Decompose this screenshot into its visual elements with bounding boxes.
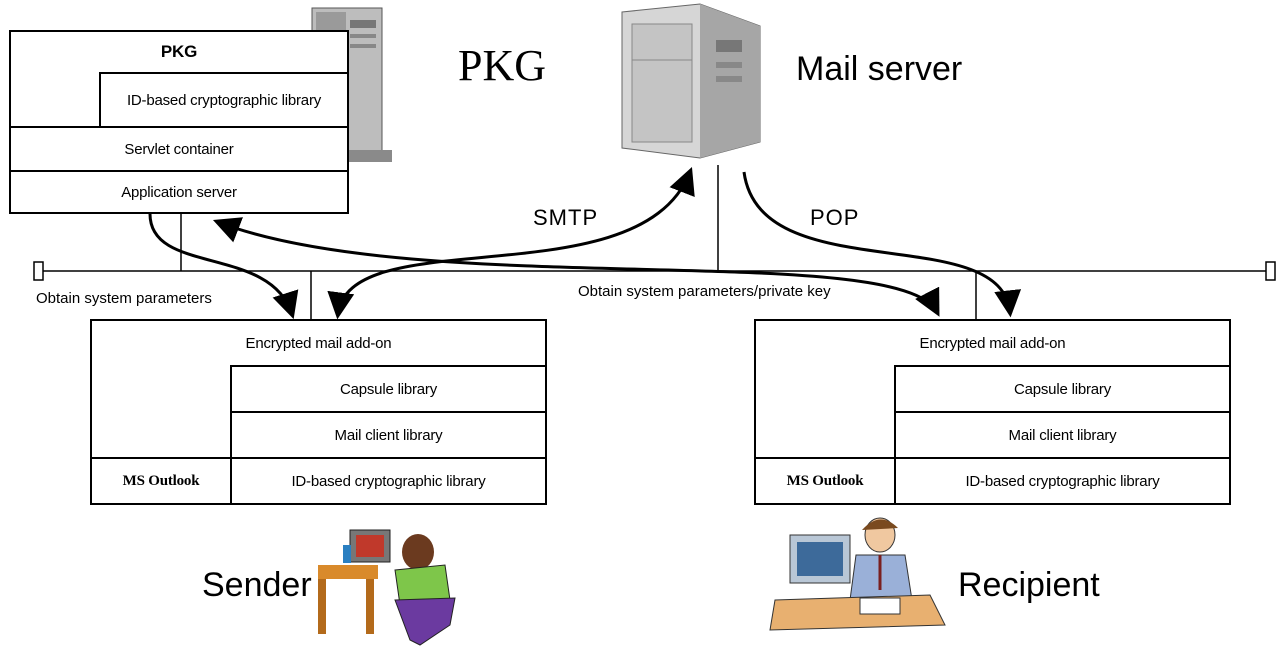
- obtain-params-label: Obtain system parameters: [36, 290, 212, 307]
- sender-encrypted-addon: Encrypted mail add-on: [245, 334, 392, 352]
- recipient-label: Recipient: [958, 566, 1100, 604]
- recipient-capsule-lib: Capsule library: [1013, 380, 1112, 398]
- pkg-id-crypto-lib: ID-based cryptographic library: [126, 91, 322, 109]
- sender-stack: Encrypted mail add-on Capsule library Ma…: [90, 319, 547, 505]
- mail-server-icon: [621, 3, 761, 159]
- mail-server-label: Mail server: [796, 50, 963, 88]
- pkg-stack-title: PKG: [160, 42, 198, 61]
- arrow-pop: [742, 171, 1022, 318]
- recipient-encrypted-addon: Encrypted mail add-on: [919, 334, 1066, 352]
- sender-label: Sender: [202, 566, 312, 604]
- sender-person-icon: [318, 529, 456, 646]
- pkg-stack: PKG ID-based cryptographic library Servl…: [9, 30, 349, 214]
- sender-mail-client-lib: Mail client library: [334, 426, 443, 444]
- recipient-id-crypto-lib: ID-based cryptographic library: [965, 472, 1160, 490]
- sender-ms-outlook: MS Outlook: [122, 472, 200, 489]
- smtp-label: SMTP: [533, 205, 599, 230]
- recipient-person-icon: [769, 517, 946, 631]
- sender-id-crypto-lib: ID-based cryptographic library: [291, 472, 486, 490]
- obtain-params-key-label: Obtain system parameters/private key: [578, 283, 831, 300]
- recipient-ms-outlook: MS Outlook: [786, 472, 864, 489]
- arrow-smtp: [327, 166, 695, 320]
- pop-label: POP: [810, 205, 860, 230]
- pkg-label: PKG: [458, 41, 547, 90]
- recipient-stack: Encrypted mail add-on Capsule library Ma…: [754, 319, 1231, 505]
- application-server: Application server: [121, 183, 237, 201]
- servlet-container: Servlet container: [124, 140, 234, 158]
- recipient-mail-client-lib: Mail client library: [1008, 426, 1117, 444]
- sender-capsule-lib: Capsule library: [339, 380, 438, 398]
